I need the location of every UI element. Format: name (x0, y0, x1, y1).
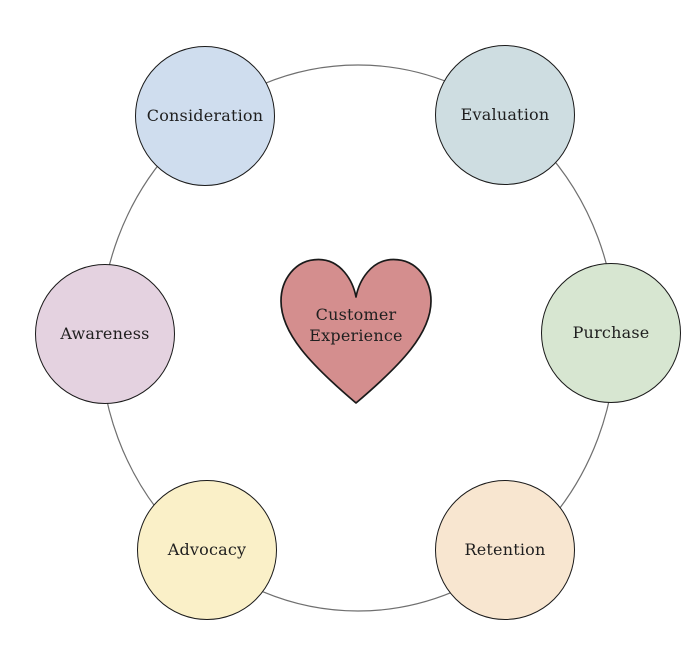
node-label: Retention (464, 540, 546, 559)
node-awareness: Awareness (35, 264, 175, 404)
node-retention: Retention (435, 480, 575, 620)
node-label: Purchase (572, 323, 650, 342)
node-evaluation: Evaluation (435, 45, 575, 185)
node-label: Advocacy (167, 540, 247, 559)
node-label: Consideration (146, 106, 264, 125)
node-advocacy: Advocacy (137, 480, 277, 620)
center-heart-label: Customer Experience (309, 305, 403, 345)
node-label: Awareness (60, 324, 150, 343)
heart-shape (280, 258, 432, 404)
node-consideration: Consideration (135, 46, 275, 186)
node-purchase: Purchase (541, 263, 681, 403)
node-label: Evaluation (460, 105, 550, 124)
